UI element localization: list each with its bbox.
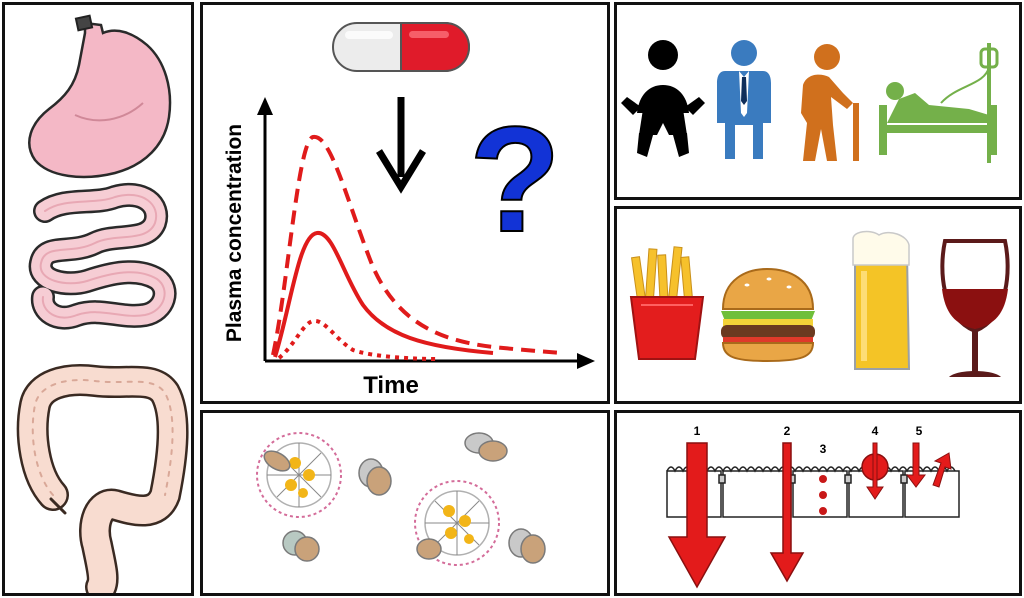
wine-icon (940, 239, 1010, 377)
micelle-icon (256, 432, 342, 518)
reference-curve (273, 231, 494, 358)
carrier-transport-icon (861, 442, 889, 500)
food-panel (614, 206, 1022, 404)
down-arrow-icon (376, 97, 426, 194)
route-label-2: 2 (784, 424, 791, 438)
efflux-arrow (906, 442, 952, 488)
stomach-icon (28, 14, 172, 179)
paracellular-arrow (769, 442, 805, 583)
formulation-panel (200, 410, 610, 596)
route-label-1: 1 (694, 424, 701, 438)
x-axis-label: Time (363, 372, 419, 399)
question-mark: ? (469, 95, 561, 263)
high-exposure-curve (271, 134, 564, 356)
gi-tract-panel (2, 2, 194, 596)
hospital-patient-icon (879, 43, 999, 163)
small-intestine-icon (28, 182, 177, 330)
phospholipid-vesicle-icon (263, 432, 546, 564)
graph-axes (257, 97, 595, 369)
fries-icon (629, 246, 705, 360)
route-label-3: 3 (820, 442, 827, 456)
pk-graph-panel: ? Time Plasma concentration (200, 2, 610, 404)
beer-icon (852, 230, 911, 370)
route-label-5: 5 (916, 424, 923, 438)
burger-icon (721, 267, 815, 363)
adult-man-icon (717, 40, 771, 159)
baby-icon (621, 40, 705, 157)
transcellular-arrow (667, 442, 727, 589)
population-panel (614, 2, 1022, 200)
vesicular-route-dots (819, 475, 827, 515)
y-axis-label: Plasma concentration (223, 124, 246, 342)
elderly-person-icon (801, 44, 859, 161)
transport-panel: 1 2 3 4 5 (614, 410, 1022, 596)
large-intestine-icon (16, 364, 189, 593)
route-label-4: 4 (872, 424, 879, 438)
capsule-icon (332, 22, 470, 72)
